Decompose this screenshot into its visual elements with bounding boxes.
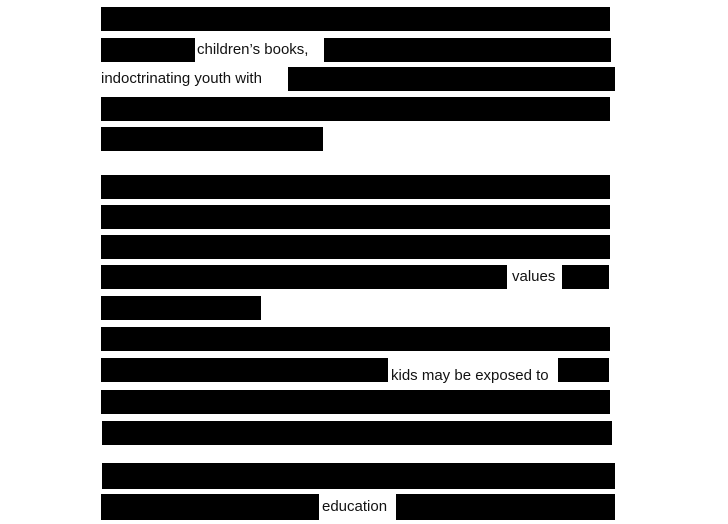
redaction-bar bbox=[101, 205, 610, 229]
redaction-bar bbox=[101, 175, 610, 199]
redaction-bar bbox=[324, 38, 611, 62]
redaction-bar bbox=[562, 265, 609, 289]
redaction-bar bbox=[102, 421, 612, 445]
redaction-bar bbox=[101, 327, 610, 351]
visible-text-education: education bbox=[322, 498, 388, 515]
redaction-bar bbox=[101, 235, 610, 259]
redaction-bar bbox=[101, 296, 261, 320]
visible-text-kids-exposed: kids may be exposed to bbox=[391, 367, 549, 384]
redaction-bar bbox=[101, 7, 610, 31]
redaction-bar bbox=[288, 67, 615, 91]
visible-text-values: values bbox=[512, 268, 556, 285]
redaction-bar bbox=[558, 358, 609, 382]
redaction-bar bbox=[101, 494, 319, 520]
redaction-bar bbox=[101, 265, 507, 289]
visible-text-indoctrinating-youth: indoctrinating youth with bbox=[101, 70, 262, 87]
redaction-bar bbox=[101, 390, 610, 414]
visible-text-childrens-books: children’s books, bbox=[197, 41, 309, 58]
redaction-bar bbox=[101, 38, 195, 62]
redaction-bar bbox=[101, 358, 388, 382]
redaction-bar bbox=[101, 97, 610, 121]
redaction-bar bbox=[396, 494, 615, 520]
redaction-bar bbox=[102, 463, 615, 489]
redaction-bar bbox=[101, 127, 323, 151]
